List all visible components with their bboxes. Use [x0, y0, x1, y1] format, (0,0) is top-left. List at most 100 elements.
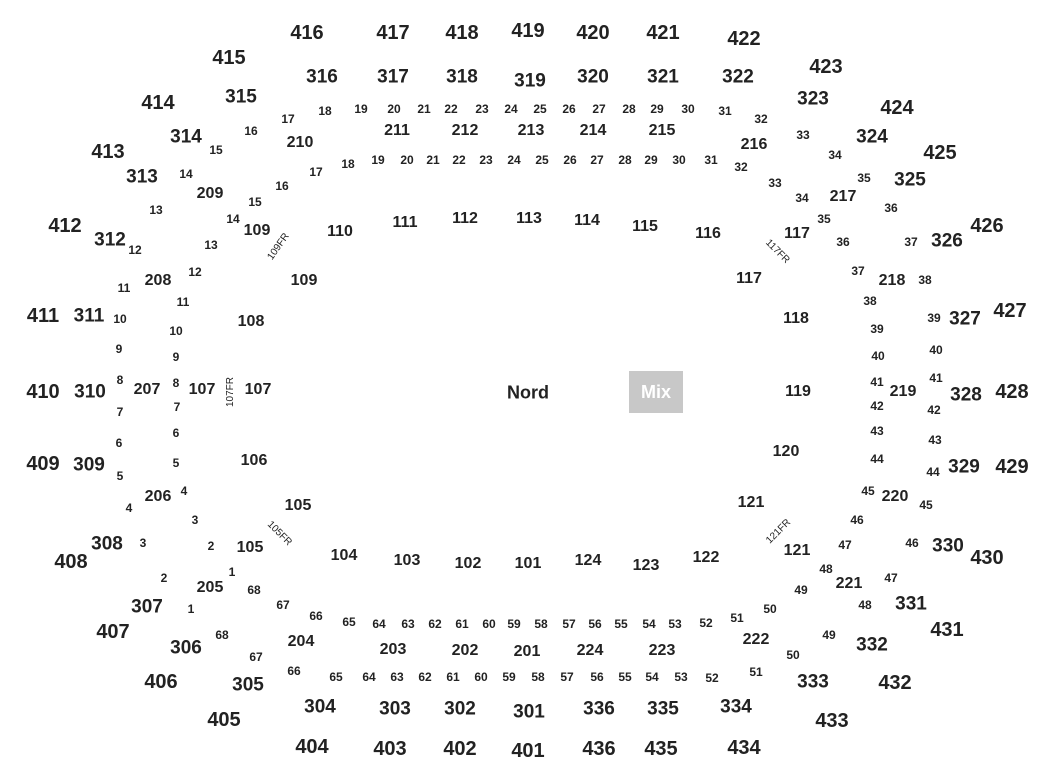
section-305[interactable]: 305	[232, 674, 264, 696]
section-409[interactable]: 409	[26, 453, 60, 475]
section-211[interactable]: 211	[384, 122, 410, 139]
section-414[interactable]: 414	[141, 92, 175, 114]
section-318[interactable]: 318	[446, 66, 478, 88]
section-205[interactable]: 205	[196, 579, 224, 596]
section-202[interactable]: 202	[451, 642, 479, 659]
section-320[interactable]: 320	[577, 66, 609, 88]
section-122[interactable]: 122	[692, 549, 720, 566]
section-206[interactable]: 206	[144, 488, 172, 505]
section-411[interactable]: 411	[26, 305, 60, 327]
section-431[interactable]: 431	[930, 619, 964, 641]
section-105[interactable]: 105	[236, 539, 264, 556]
section-117[interactable]: 117	[784, 225, 810, 242]
section-120[interactable]: 120	[772, 443, 800, 460]
section-333[interactable]: 333	[797, 671, 829, 693]
section-302[interactable]: 302	[444, 698, 476, 720]
section-213[interactable]: 213	[517, 122, 545, 139]
section-307[interactable]: 307	[131, 596, 163, 618]
section-328[interactable]: 328	[950, 384, 982, 406]
floor-row-107fr[interactable]: 107FR	[225, 376, 236, 408]
section-217[interactable]: 217	[829, 188, 857, 205]
section-417[interactable]: 417	[376, 22, 410, 44]
section-332[interactable]: 332	[856, 634, 888, 656]
section-111[interactable]: 111	[392, 214, 418, 231]
section-102[interactable]: 102	[454, 555, 482, 572]
section-418[interactable]: 418	[445, 22, 479, 44]
section-109[interactable]: 109	[243, 222, 271, 239]
section-107[interactable]: 107	[244, 381, 272, 398]
section-218[interactable]: 218	[878, 272, 906, 289]
section-319[interactable]: 319	[514, 70, 546, 92]
section-403[interactable]: 403	[373, 738, 407, 760]
section-434[interactable]: 434	[727, 737, 761, 759]
section-425[interactable]: 425	[923, 142, 957, 164]
section-429[interactable]: 429	[995, 456, 1029, 478]
section-110[interactable]: 110	[327, 223, 353, 240]
floor-row-105fr[interactable]: 105FR	[264, 519, 294, 549]
section-114[interactable]: 114	[574, 212, 600, 229]
section-315[interactable]: 315	[225, 86, 257, 108]
section-336[interactable]: 336	[583, 698, 615, 720]
section-404[interactable]: 404	[295, 736, 329, 758]
section-317[interactable]: 317	[377, 66, 409, 88]
section-203[interactable]: 203	[379, 641, 407, 658]
section-215[interactable]: 215	[648, 122, 676, 139]
section-426[interactable]: 426	[970, 215, 1004, 237]
section-405[interactable]: 405	[207, 709, 241, 731]
section-223[interactable]: 223	[648, 642, 676, 659]
section-316[interactable]: 316	[306, 66, 338, 88]
section-207[interactable]: 207	[133, 381, 161, 398]
section-310[interactable]: 310	[74, 381, 106, 403]
section-113[interactable]: 113	[516, 210, 542, 227]
section-209[interactable]: 209	[196, 185, 224, 202]
section-117[interactable]: 117	[736, 270, 762, 287]
section-104[interactable]: 104	[330, 547, 358, 564]
section-301[interactable]: 301	[513, 701, 545, 723]
section-407[interactable]: 407	[96, 621, 130, 643]
section-424[interactable]: 424	[880, 97, 914, 119]
section-326[interactable]: 326	[931, 230, 963, 252]
section-304[interactable]: 304	[304, 696, 336, 718]
section-314[interactable]: 314	[170, 126, 202, 148]
section-309[interactable]: 309	[73, 454, 105, 476]
section-330[interactable]: 330	[932, 535, 964, 557]
mix-badge[interactable]: Mix	[629, 371, 683, 413]
section-118[interactable]: 118	[783, 310, 809, 327]
section-216[interactable]: 216	[740, 136, 768, 153]
section-408[interactable]: 408	[54, 551, 88, 573]
section-219[interactable]: 219	[889, 383, 917, 400]
section-324[interactable]: 324	[856, 126, 888, 148]
section-322[interactable]: 322	[722, 66, 754, 88]
section-428[interactable]: 428	[995, 381, 1029, 403]
section-105[interactable]: 105	[284, 497, 312, 514]
section-116[interactable]: 116	[695, 225, 721, 242]
section-201[interactable]: 201	[513, 643, 541, 660]
section-112[interactable]: 112	[452, 210, 478, 227]
section-224[interactable]: 224	[576, 642, 604, 659]
section-308[interactable]: 308	[91, 533, 123, 555]
section-430[interactable]: 430	[970, 547, 1004, 569]
section-108[interactable]: 108	[237, 313, 265, 330]
section-325[interactable]: 325	[894, 169, 926, 191]
section-119[interactable]: 119	[785, 383, 811, 400]
section-121[interactable]: 121	[783, 542, 811, 559]
section-433[interactable]: 433	[815, 710, 849, 732]
section-306[interactable]: 306	[170, 637, 202, 659]
section-435[interactable]: 435	[644, 738, 678, 760]
section-406[interactable]: 406	[144, 671, 178, 693]
section-101[interactable]: 101	[514, 555, 542, 572]
section-329[interactable]: 329	[948, 456, 980, 478]
section-427[interactable]: 427	[993, 300, 1027, 322]
section-421[interactable]: 421	[646, 22, 680, 44]
section-311[interactable]: 311	[73, 305, 105, 327]
section-410[interactable]: 410	[26, 381, 60, 403]
section-422[interactable]: 422	[727, 28, 761, 50]
section-323[interactable]: 323	[797, 88, 829, 110]
section-214[interactable]: 214	[579, 122, 607, 139]
section-313[interactable]: 313	[126, 166, 158, 188]
section-103[interactable]: 103	[393, 552, 421, 569]
section-121[interactable]: 121	[737, 494, 765, 511]
section-303[interactable]: 303	[379, 698, 411, 720]
section-436[interactable]: 436	[582, 738, 616, 760]
section-321[interactable]: 321	[647, 66, 679, 88]
